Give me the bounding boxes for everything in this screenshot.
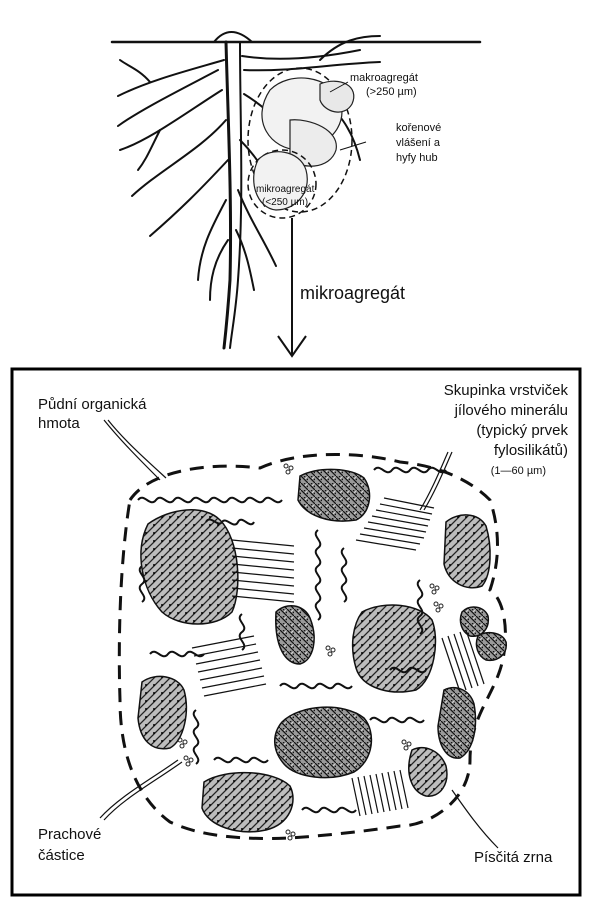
microaggregate-label: mikroagregát: [256, 184, 314, 196]
sand-label: Písčitá zrna: [474, 849, 552, 866]
microaggregate-size: (<250 µm): [262, 197, 308, 209]
silt-label-line-1: Prachové: [38, 826, 101, 843]
roots-label-line-1: kořenové: [396, 122, 441, 135]
organic-matter-label-line-2: hmota: [38, 415, 80, 432]
macroaggregate-label: makroagregát: [350, 72, 418, 85]
organic-matter-label-line-1: Půdní organická: [38, 396, 146, 413]
macroaggregate-size: (>250 µm): [366, 86, 417, 99]
roots-label-line-2: vlášení a: [396, 137, 440, 150]
clay-size-label: (1—60 µm): [491, 465, 546, 478]
roots-label-line-3: hyfy hub: [396, 152, 438, 165]
silt-label-line-2: částice: [38, 847, 85, 864]
arrow-label: mikroagregát: [300, 283, 405, 304]
clay-label-line-4: fylosilikátů): [494, 442, 568, 459]
clay-label-line-1: Skupinka vrstviček: [444, 382, 568, 399]
clay-label-line-2: jílového minerálu: [455, 402, 568, 419]
clay-label-line-3: (typický prvek: [476, 422, 568, 439]
